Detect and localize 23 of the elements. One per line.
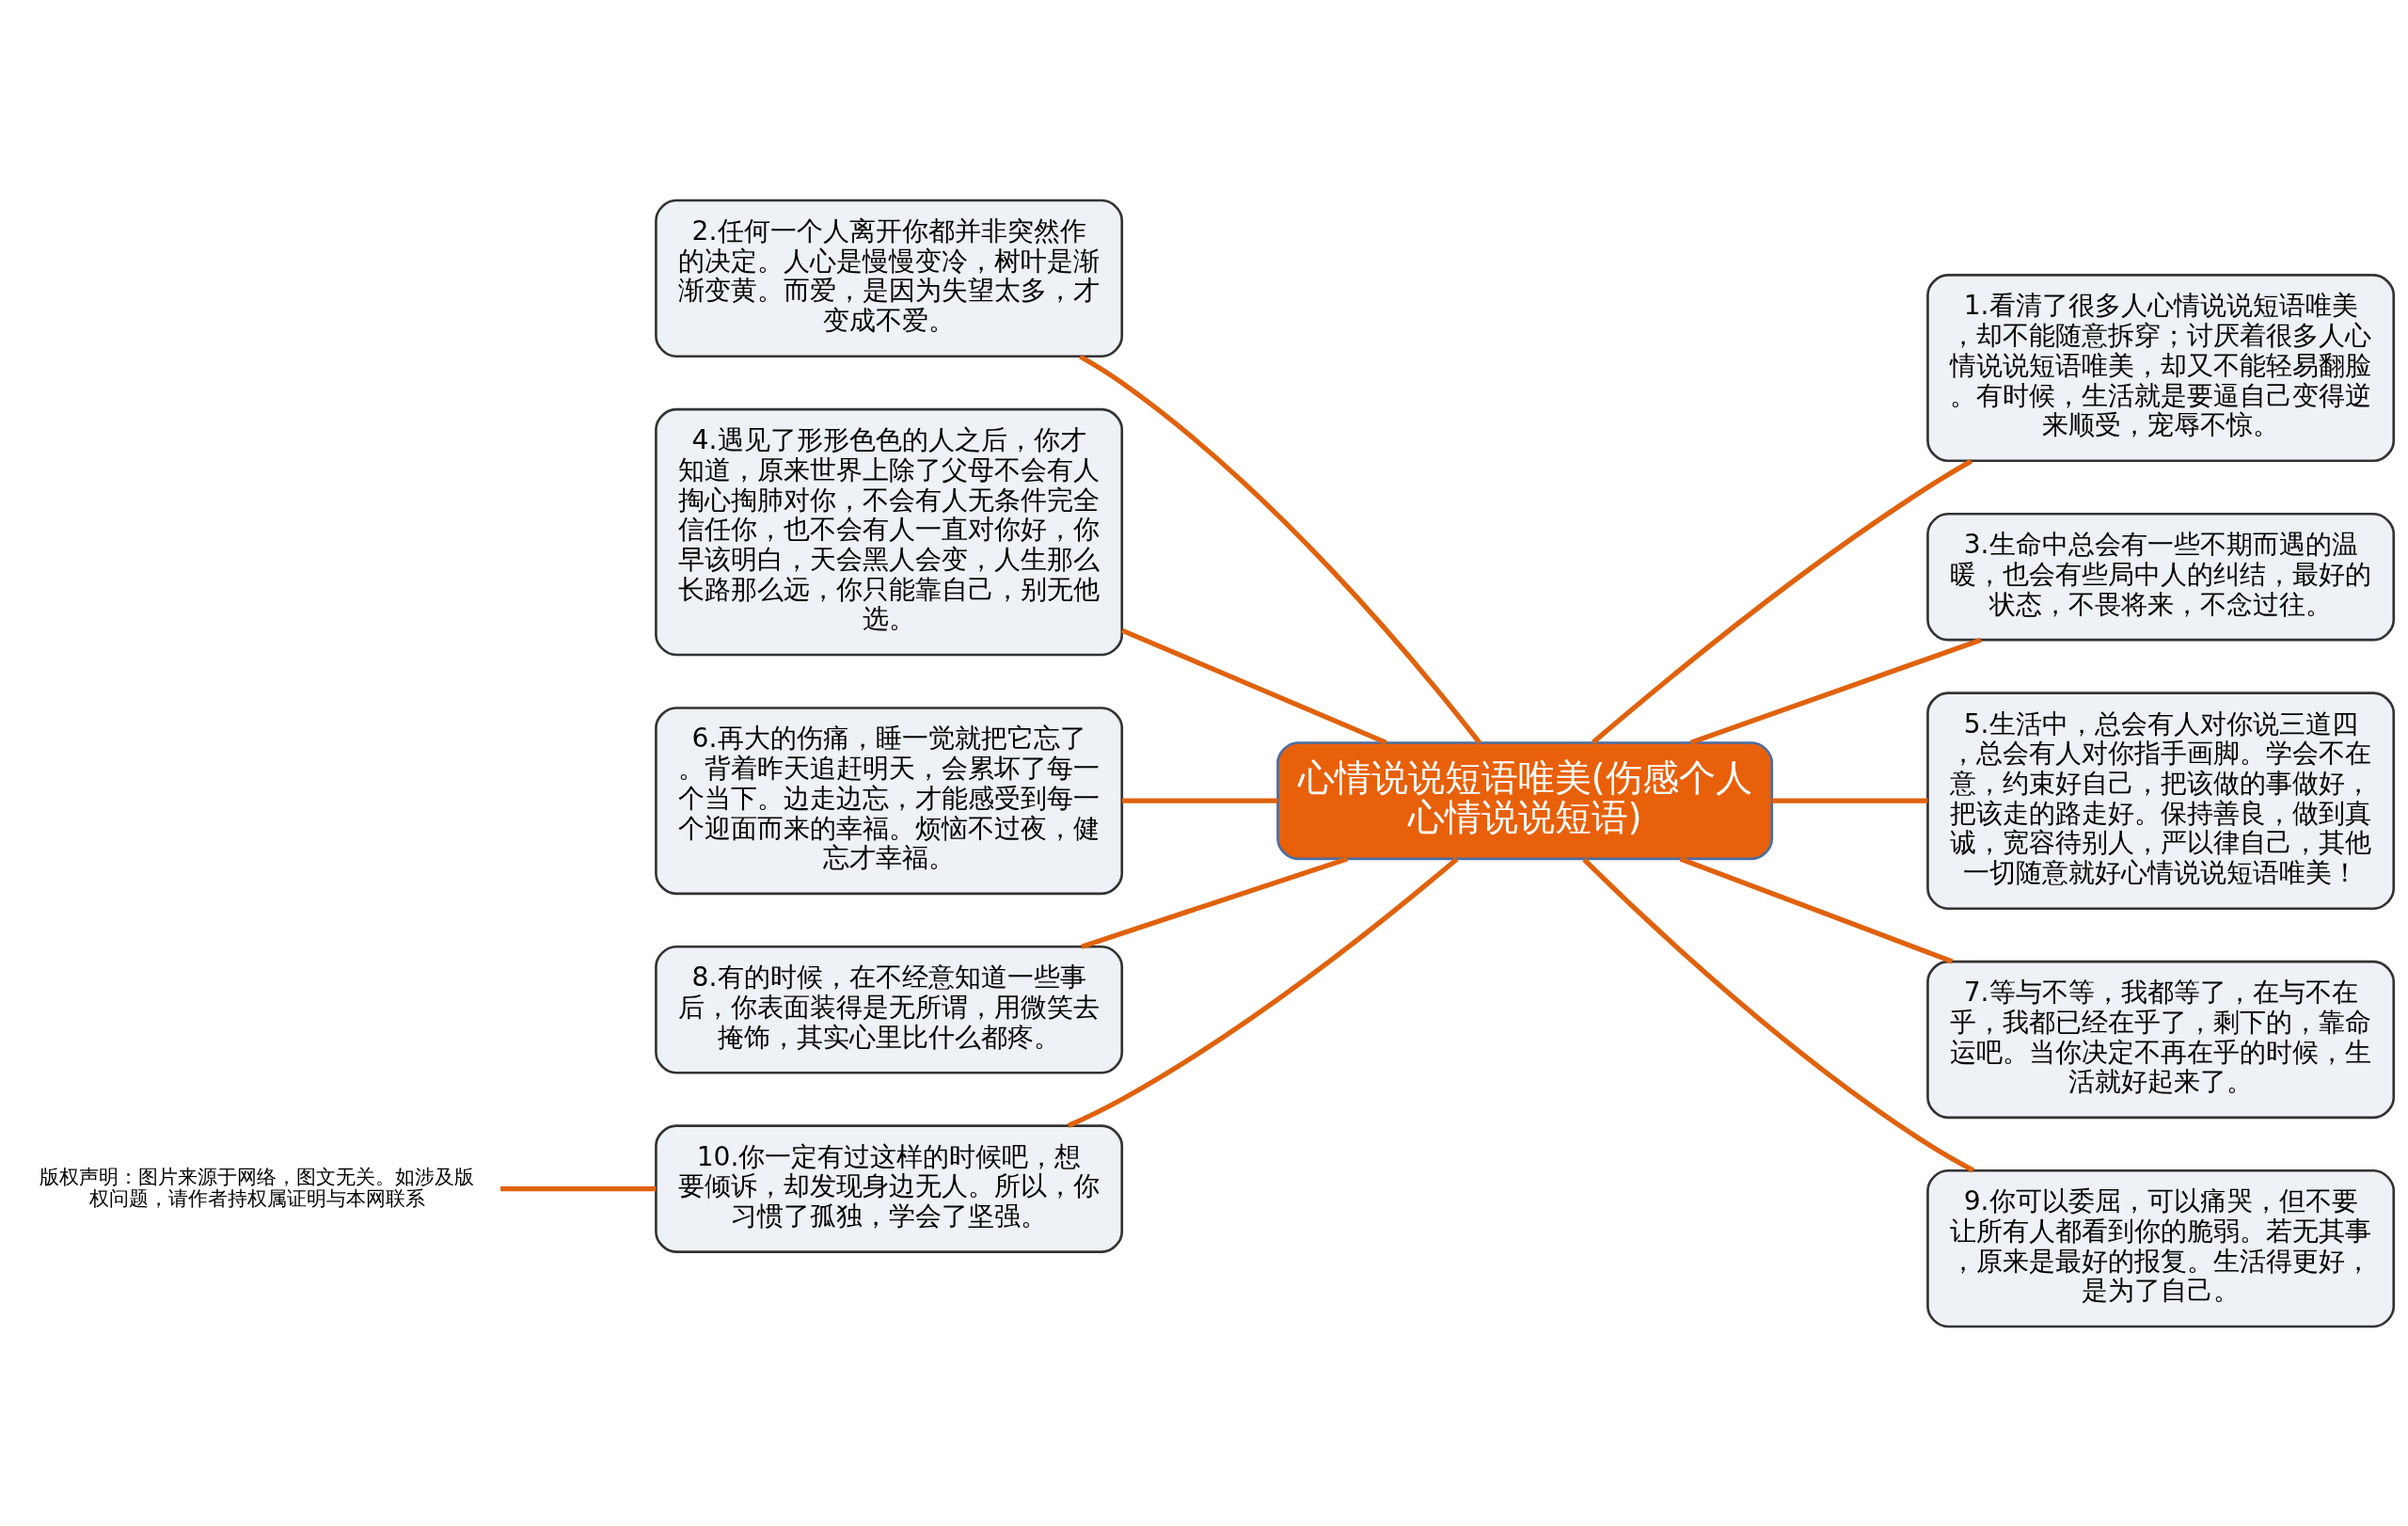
node-box: 1.看清了很多人心情说说短语唯美，却不能随意拆穿；讨厌着很多人心情说说短语唯美，却又不能轻易翻脸。有时候，生活就是要逼自己变得逆来顺受，宠辱不惊。 [1926, 273, 2396, 462]
connector [1771, 798, 1928, 803]
connector [1689, 637, 1982, 745]
connector [1067, 856, 1459, 1128]
node-box: 心情说说短语唯美(伤感个人心情说说短语) [1276, 740, 1774, 860]
connector [1121, 798, 1278, 803]
node-text: 版权声明：图片来源于网络，图文无关。如涉及版权问题，请作者持权属证明与本网联系 [40, 1164, 475, 1210]
node-box: 4.遇见了形形色色的人之后，你才知道，原来世界上除了父母不会有人掏心掏肺对你，不会有人无条件完全信任你，也不会有人一直对你好，你早该明白，天会黑人会变，人生那么长路那么远，你只能靠自己，别无他选。 [655, 407, 1124, 656]
connector [500, 1185, 657, 1191]
connector [1081, 855, 1349, 949]
node-box: 8.有的时候，在不经意知道一些事后，你表面装得是无所谓，用微笑去掩饰，其实心里比什么都疼。 [655, 945, 1124, 1074]
connector [1079, 354, 1481, 744]
node-box: 7.等与不等，我都等了，在与不在乎，我都已经在乎了，剩下的，靠命运吧。当你决定不再在乎的时候，生活就好起来了。 [1926, 960, 2396, 1119]
node-box: 10.你一定有过这样的时候吧，想要倾诉，却发现身边无人。所以，你习惯了孤独，学会了坚强。 [655, 1123, 1124, 1253]
connector [1582, 857, 1975, 1172]
connector [1592, 458, 1972, 744]
node-box: 3.生命中总会有一些不期而遇的温暖，也会有些局中人的纠结，最好的状态，不畏将来，不念过往。 [1926, 512, 2396, 641]
connector [1679, 855, 1954, 963]
node-box: 9.你可以委屈，可以痛哭，但不要让所有人都看到你的脆弱。若无其事，原来是最好的报复。生活得更好，是为了自己。 [1926, 1168, 2396, 1327]
node-box: 6.再大的伤痛，睡一觉就把它忘了。背着昨天追赶明天，会累坏了每一个当下。边走边忘，才能感受到每一个迎面而来的幸福。烦恼不过夜，健忘才幸福。 [655, 706, 1124, 895]
connector [1120, 628, 1387, 745]
node-box: 5.生活中，总会有人对你说三道四，总会有人对你指手画脚。学会不在意，约束好自己，把该做的事做好，把该走的路走好。保持善良，做到真诚，宽容待别人，严以律自己，其他一切随意就好心情说说短语唯美！ [1926, 691, 2396, 910]
node-box: 2.任何一个人离开你都并非突然作的决定。人心是慢慢变冷，树叶是渐渐变黄。而爱，是因为失望太多，才变成不爱。 [655, 199, 1124, 358]
